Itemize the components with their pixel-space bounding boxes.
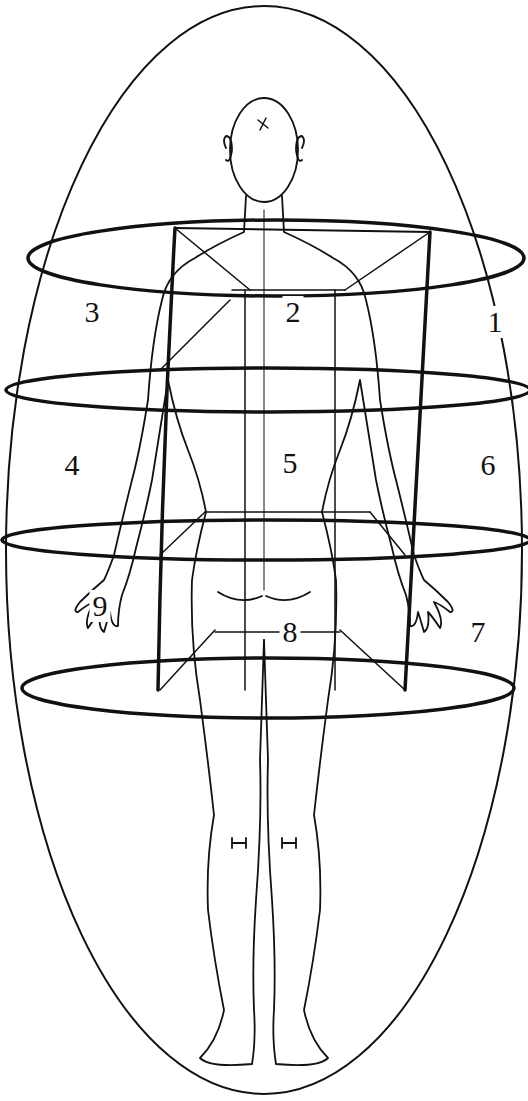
callout-number: 5 — [280, 447, 301, 479]
callout-number: 9 — [90, 590, 111, 622]
callout-number: 4 — [62, 449, 83, 481]
callout-number: 7 — [468, 616, 489, 648]
callout-number: 1 — [485, 306, 506, 338]
callout-number: 8 — [280, 616, 301, 648]
callout-number: 2 — [283, 296, 304, 328]
callout-number: 3 — [82, 296, 103, 328]
callout-number: 6 — [478, 449, 499, 481]
